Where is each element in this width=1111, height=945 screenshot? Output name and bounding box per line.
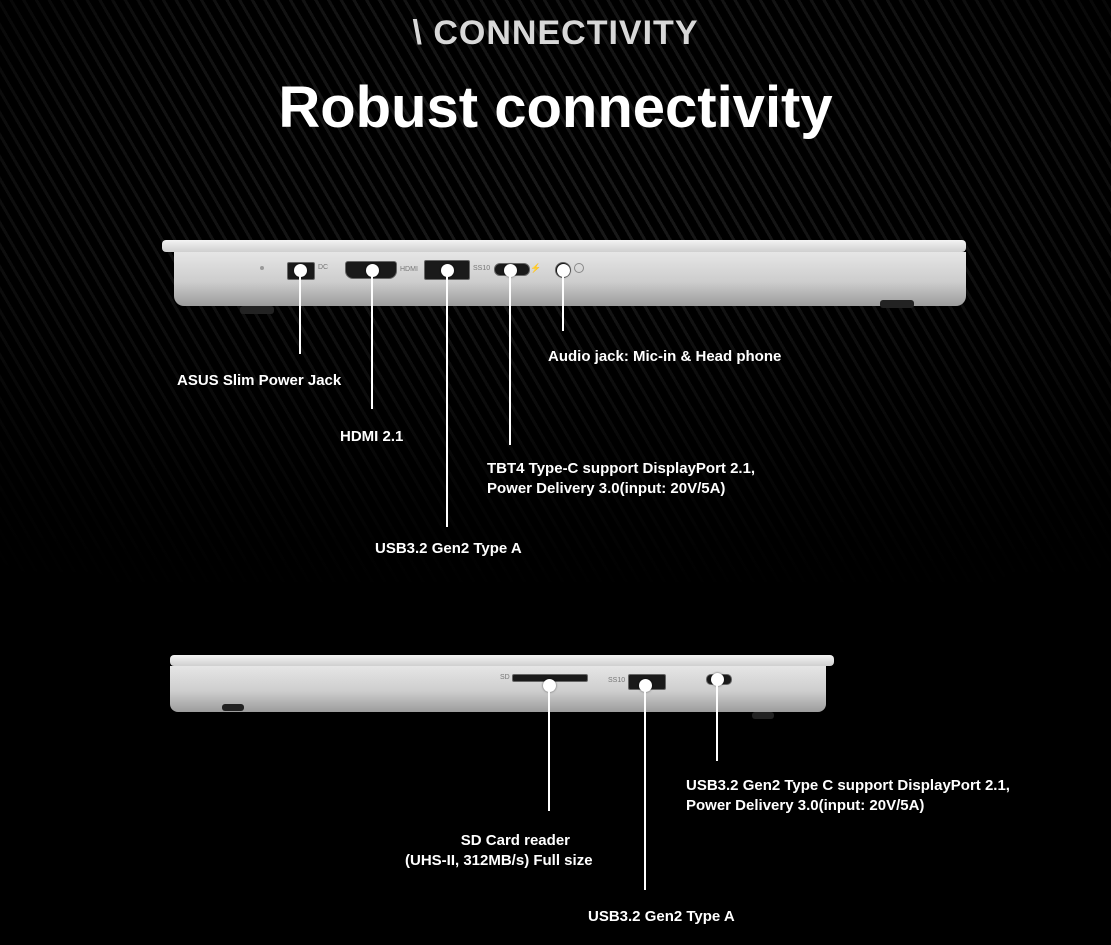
hdmi-port-mark: HDMI xyxy=(400,266,418,273)
dc-port-mark: DC xyxy=(318,264,329,271)
laptop-left-side-view: DC HDMI SS10 ⚡ xyxy=(0,0,1111,340)
laptop-foot xyxy=(222,704,244,711)
superspeed-port-mark: SS10 xyxy=(608,677,626,684)
usb-c-label-line2: Power Delivery 3.0(input: 20V/5A) xyxy=(686,797,925,814)
usb-a-callout-line xyxy=(644,685,646,890)
sd-card-label-line2: (UHS-II, 312MB/s) Full size xyxy=(405,852,593,869)
page-title: Robust connectivity xyxy=(278,75,833,140)
power-jack-label: ASUS Slim Power Jack xyxy=(177,372,342,389)
usb-a-callout-line xyxy=(446,270,448,527)
usb-c-label-line1: USB3.2 Gen2 Type C support DisplayPort 2… xyxy=(686,777,1010,794)
usb-a-label: USB3.2 Gen2 Type A xyxy=(588,908,735,925)
sd-card-port-mark: SD xyxy=(500,674,510,681)
laptop-lid xyxy=(162,240,966,252)
laptop-foot xyxy=(880,300,914,308)
laptop-foot xyxy=(752,712,774,719)
sd-card-callout-line xyxy=(548,685,550,811)
hdmi-label: HDMI 2.1 xyxy=(340,428,404,445)
usb-a-label: USB3.2 Gen2 Type A xyxy=(375,540,522,557)
sd-card-label-line1: SD Card reader xyxy=(460,832,570,849)
superspeed-port-mark: SS10 xyxy=(473,265,491,272)
tbt4-label: TBT4 Type-C support DisplayPort 2.1, Pow… xyxy=(487,459,755,499)
headset-icon xyxy=(574,263,584,273)
section-eyebrow: \ CONNECTIVITY xyxy=(412,14,699,52)
tbt4-label-line2: Power Delivery 3.0(input: 20V/5A) xyxy=(487,480,726,497)
status-led-icon xyxy=(260,266,264,270)
tbt4-callout-line xyxy=(509,270,511,445)
audio-jack-callout-line xyxy=(562,270,564,331)
laptop-right-side-view: SD SS10 xyxy=(0,600,1111,730)
hdmi-callout-line xyxy=(371,270,373,409)
laptop-base xyxy=(170,666,826,712)
power-jack-callout-line xyxy=(299,270,301,354)
usb-c-callout-line xyxy=(716,679,718,761)
sd-card-label: SD Card reader (UHS-II, 312MB/s) Full si… xyxy=(405,831,593,871)
usb-c-label: USB3.2 Gen2 Type C support DisplayPort 2… xyxy=(686,776,1010,816)
tbt4-label-line1: TBT4 Type-C support DisplayPort 2.1, xyxy=(487,460,756,477)
thunderbolt-bolt-icon: ⚡ xyxy=(530,263,542,273)
laptop-foot xyxy=(240,306,274,314)
laptop-lid xyxy=(170,655,834,666)
audio-jack-label: Audio jack: Mic-in & Head phone xyxy=(548,348,782,365)
